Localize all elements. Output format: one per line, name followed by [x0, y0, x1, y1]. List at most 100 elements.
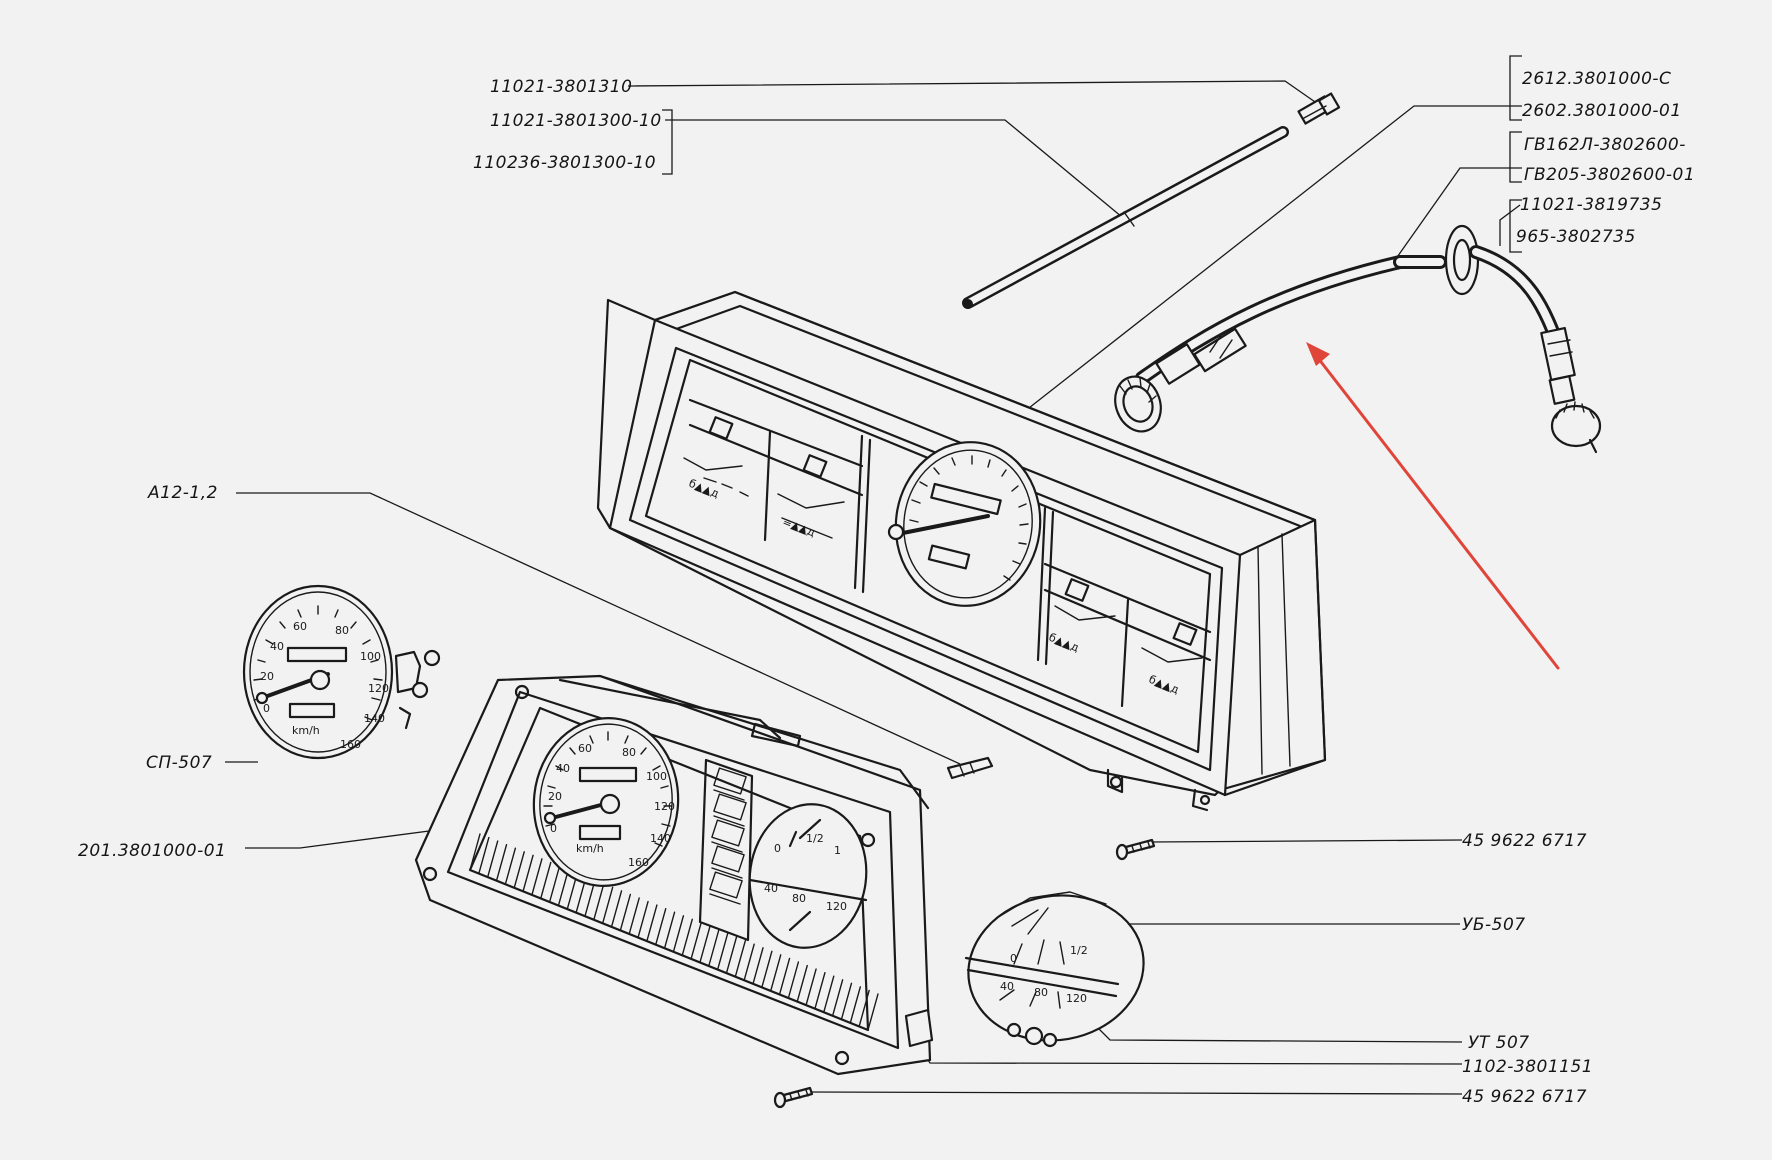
cluster-tick-40: 40: [556, 762, 570, 775]
cluster-fuel-1: 1: [834, 844, 841, 857]
hatch-line: [840, 982, 853, 1021]
hatch-line: [522, 854, 534, 893]
label-panel-1: 2612.3801000-C: [1522, 69, 1671, 89]
hatch-line: [531, 858, 543, 896]
hatch-line: [725, 936, 738, 974]
rubber-grommet: [1444, 224, 1480, 296]
hatch-line: [601, 886, 614, 925]
hatch-line: [805, 968, 817, 1006]
hatch-line: [778, 957, 791, 996]
speedometer-sp507: 60 80 100 40 20 0 120 140 160 km/h: [242, 584, 441, 760]
hatch-line: [584, 879, 596, 917]
hatch-line: [672, 915, 685, 953]
leader-grommet: [1499, 204, 1521, 246]
hatch-line: [637, 900, 649, 939]
speedometer-cable-with-grommet: [1393, 224, 1602, 454]
sp507-tick-60: 60: [293, 620, 307, 633]
leader-lines: [225, 55, 1522, 1095]
label-grommet-2: 965-3802735: [1516, 227, 1636, 247]
sp507-tick-0: 0: [263, 702, 270, 715]
hatch-line: [716, 932, 729, 971]
sp507-tick-140: 140: [364, 712, 385, 725]
cluster-fuel-half: 1/2: [806, 832, 824, 845]
warning-lamp-column: [698, 758, 754, 942]
hatch-line: [770, 954, 782, 992]
hatch-line: [513, 851, 525, 889]
hatch-line: [540, 861, 552, 900]
screw-bottom: [773, 1086, 814, 1109]
hatch-line: [548, 865, 561, 903]
hatch-line: [823, 975, 835, 1013]
hatch-line: [628, 897, 640, 935]
leader-tube: [665, 119, 1129, 223]
cluster-tick-120: 120: [654, 800, 675, 813]
hatch-line: [681, 918, 693, 957]
hatch-line: [486, 840, 499, 878]
hatch-line: [663, 911, 676, 949]
sp507-tick-100: 100: [360, 650, 381, 663]
hatch-line: [787, 961, 800, 999]
label-grommet-1: 11021-3819735: [1520, 195, 1662, 215]
label-cable-2: ГВ205-3802600-01: [1524, 165, 1695, 185]
indicator-lamp: [946, 756, 994, 780]
hatch-line: [593, 883, 605, 921]
label-panel-2: 2602.3801000-01: [1522, 101, 1682, 121]
cluster-tick-20: 20: [548, 790, 562, 803]
hatch-line: [743, 943, 755, 981]
cluster-hatching: [469, 833, 879, 1031]
cluster-temp-120: 120: [826, 900, 847, 913]
leader-bracket: [917, 1044, 1463, 1065]
label-cluster: 201.3801000-01: [78, 841, 226, 861]
cluster-speedometer-scale: 60 80 100 40 20 0 120 140 160 km/h: [548, 742, 675, 869]
label-tube-2: 110236-3801300-10: [473, 153, 656, 173]
hatch-line: [867, 993, 879, 1031]
speedometer-sensor: [1297, 92, 1341, 125]
cluster-fuel-0: 0: [774, 842, 781, 855]
fuel-gauge-half: 1/2: [1070, 944, 1088, 957]
screw-top: [1115, 838, 1156, 861]
bracket-cable: [1509, 131, 1522, 183]
red-pointer-arrow: [1306, 342, 1560, 670]
hatch-line: [619, 893, 632, 932]
panel-speedometer-dial: [894, 441, 1042, 607]
sp507-tick-160: 160: [340, 738, 361, 751]
hatch-line: [646, 904, 658, 942]
sp507-unit: km/h: [292, 724, 320, 737]
hatch-line: [752, 947, 764, 985]
hatch-line: [858, 989, 870, 1028]
cluster-temp-80: 80: [792, 892, 806, 905]
label-bracket: 1102-3801151: [1462, 1057, 1593, 1077]
label-temp-gauge: УТ 507: [1468, 1033, 1530, 1053]
label-fuel-gauge: УБ-507: [1462, 915, 1526, 935]
hatch-line: [557, 868, 570, 907]
hatch-line: [495, 843, 508, 882]
part-labels: 11021-3801310 11021-3801300-10 110236-38…: [78, 69, 1695, 1107]
hatch-line: [734, 939, 747, 978]
cluster-tick-100: 100: [646, 770, 667, 783]
temp-gauge-40: 40: [1000, 980, 1014, 993]
cluster-tick-140: 140: [650, 832, 671, 845]
temp-gauge-120: 120: [1066, 992, 1087, 1005]
cluster-temp-40: 40: [764, 882, 778, 895]
hatch-line: [849, 986, 862, 1024]
label-lamp: A12-1,2: [147, 483, 218, 503]
sp507-tick-40: 40: [270, 640, 284, 653]
hatch-line: [761, 950, 773, 989]
fuel-temp-gauge-assembly: 0 1/2 40 80 120: [964, 891, 1145, 1048]
temp-gauge-80: 80: [1034, 986, 1048, 999]
fuel-gauge-0: 0: [1010, 952, 1017, 965]
speedometer-cable: [1114, 255, 1407, 433]
cluster-tick-60: 60: [578, 742, 592, 755]
instrument-panel-housing: б▲▲д ≡▲▲д б▲▲д б▲▲д: [596, 290, 1327, 812]
instrument-cluster-201: 60 80 100 40 20 0 120 140 160 km/h 0: [414, 674, 934, 1076]
hatch-line: [690, 922, 702, 960]
sp507-tick-120: 120: [368, 682, 389, 695]
cluster-combined-gauge: [748, 803, 868, 949]
speedometer-sp507-scale: 60 80 100 40 20 0 120 140 160 km/h: [260, 620, 389, 751]
leader-cluster: [245, 827, 453, 849]
hatch-line: [708, 929, 720, 967]
leader-screw-bottom: [807, 1091, 1463, 1095]
hatch-line: [504, 847, 517, 885]
leader-panel: [1019, 105, 1522, 416]
